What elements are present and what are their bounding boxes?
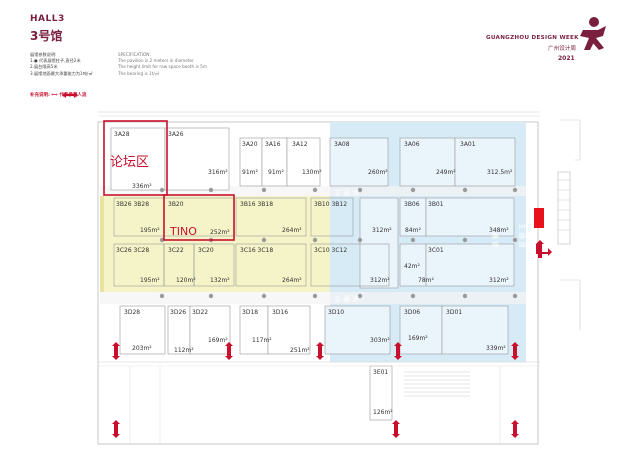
booth-id: 3C16 3C18 bbox=[240, 247, 273, 254]
booth-area: 91m² bbox=[242, 169, 258, 176]
booth-area: 336m² bbox=[132, 183, 152, 190]
booth-area: 252m² bbox=[210, 229, 230, 236]
booth-area: 264m² bbox=[282, 277, 302, 284]
booth-area: 112m² bbox=[174, 347, 194, 354]
legend-line: 3.展馆地面最大承重能力为1吨/㎡ bbox=[30, 70, 93, 76]
legend-block: 展馆参数说明: 1.● 代表展馆柱子,直径2米 2.展台限高5米 3.展馆地面最… bbox=[30, 52, 93, 77]
booth-id: 3D18 bbox=[242, 309, 258, 316]
booth-area: 348m² bbox=[489, 227, 509, 234]
booth-id: 3A06 bbox=[404, 141, 420, 148]
booth-area: 78m² bbox=[418, 277, 434, 284]
booth-area: 91m² bbox=[268, 169, 284, 176]
booth-area: 260m² bbox=[368, 169, 388, 176]
booth-area: 249m² bbox=[436, 169, 456, 176]
booth-area: 120m² bbox=[176, 277, 196, 284]
booth-id: 3D28 bbox=[124, 309, 140, 316]
booth-area: 126m² bbox=[373, 409, 393, 416]
hall-outline bbox=[97, 121, 539, 445]
booth-id: 3A16 bbox=[265, 141, 281, 148]
booth-area: 312m² bbox=[370, 277, 390, 284]
booth-id: 3B01 bbox=[428, 201, 444, 208]
legend-line: 2.展台限高5米 bbox=[30, 64, 58, 70]
booth-id: 3D22 bbox=[192, 309, 208, 316]
hall-title: HALL3 bbox=[30, 14, 65, 24]
booth-area: 251m² bbox=[290, 347, 310, 354]
booth-area: 130m² bbox=[302, 169, 322, 176]
red-block bbox=[534, 208, 544, 228]
main-aisle-label: 主通道 bbox=[334, 294, 361, 303]
booth-id: 3D06 bbox=[404, 309, 420, 316]
booth-id: 3B20 bbox=[168, 201, 184, 208]
booth-id: 3D26 bbox=[170, 309, 186, 316]
booth-id: 3A08 bbox=[334, 141, 350, 148]
booth-id: 3A28 bbox=[114, 131, 130, 138]
legend-title: 展馆参数说明: bbox=[30, 52, 57, 57]
brand-name: GUANGZHOU DESIGN WEEK bbox=[486, 35, 579, 41]
main-aisle-label: 主通道 bbox=[334, 188, 361, 197]
booth-id: 3B16 3B18 bbox=[240, 201, 273, 208]
booth-area: 339m² bbox=[486, 345, 506, 352]
booth-id: 3D10 bbox=[328, 309, 344, 316]
forum-highlight bbox=[103, 120, 168, 196]
booth-area: 84m² bbox=[405, 227, 421, 234]
spec-line: The bearing is 1t/㎡ bbox=[118, 70, 160, 76]
hall-subtitle: 3号馆 bbox=[30, 29, 63, 43]
tino-zone-label: TINO bbox=[169, 225, 197, 238]
booth-area: 203m² bbox=[132, 345, 152, 352]
booth-id: 3A01 bbox=[460, 141, 476, 148]
booth-area: 264m² bbox=[282, 227, 302, 234]
booth-area: 312m² bbox=[489, 277, 509, 284]
flow-arrow-icon bbox=[112, 240, 552, 438]
booth-area: 117m² bbox=[252, 337, 272, 344]
booth-area: 303m² bbox=[370, 337, 390, 344]
forum-zone-label: 论坛区 bbox=[110, 155, 149, 170]
booth-id: 3C22 bbox=[168, 247, 184, 254]
booth-id: 3B06 bbox=[404, 201, 420, 208]
main-aisle-label: 主通道 bbox=[491, 223, 500, 250]
tino-highlight bbox=[163, 194, 235, 241]
booth-area: 195m² bbox=[140, 277, 160, 284]
booth-id: 3A20 bbox=[242, 141, 258, 148]
booth-id: 3B26 3B28 bbox=[116, 201, 149, 208]
booth-id: 3A12 bbox=[292, 141, 308, 148]
booth-labels: 3A28 336m² 3A26 316m² 3A20 91m² 3A16 91m… bbox=[114, 131, 513, 416]
spec-line: The height limit for raw space booth is … bbox=[118, 64, 207, 70]
booth-id: 3A26 bbox=[168, 131, 184, 138]
legend-line: 1.● 代表展馆柱子,直径2米 bbox=[30, 58, 81, 64]
booth-id: 3C10 3C12 bbox=[314, 247, 347, 254]
spec-line: The pavilion is 2 meters in diameter bbox=[118, 58, 194, 64]
main-aisle-label: 主通道 bbox=[518, 223, 527, 250]
booth-area: 169m² bbox=[208, 337, 228, 344]
booth-id: 3D01 bbox=[446, 309, 462, 316]
booth-area: 132m² bbox=[210, 277, 230, 284]
booth-area: 312.5m² bbox=[487, 169, 513, 176]
booth-area: 169m² bbox=[408, 335, 428, 342]
spec-block: SPECIFICATION: The pavilion is 2 meters … bbox=[118, 52, 207, 77]
booth-id: 3C01 bbox=[428, 247, 444, 254]
booth-id: 3D16 bbox=[272, 309, 288, 316]
booth-id: 3E01 bbox=[373, 369, 388, 376]
spec-title: SPECIFICATION: bbox=[118, 52, 151, 57]
brand-logo-icon bbox=[580, 17, 606, 50]
flow-legend: 补充说明: ⟺ 代表参观人流 bbox=[30, 93, 87, 98]
columns bbox=[159, 187, 518, 299]
booth-area: 316m² bbox=[208, 169, 228, 176]
flow-arrow-icon bbox=[62, 92, 78, 98]
booth-area: 312m² bbox=[372, 227, 392, 234]
booth-id: 3C26 3C28 bbox=[116, 247, 149, 254]
booth-area: 195m² bbox=[140, 227, 160, 234]
brand-name-cn: 广州设计周 bbox=[548, 46, 576, 52]
booth-area: 42m² bbox=[404, 263, 420, 270]
brand-year: 2021 bbox=[558, 55, 575, 62]
booth-id: 3C20 bbox=[198, 247, 214, 254]
booth-id: 3B10 3B12 bbox=[314, 201, 347, 208]
